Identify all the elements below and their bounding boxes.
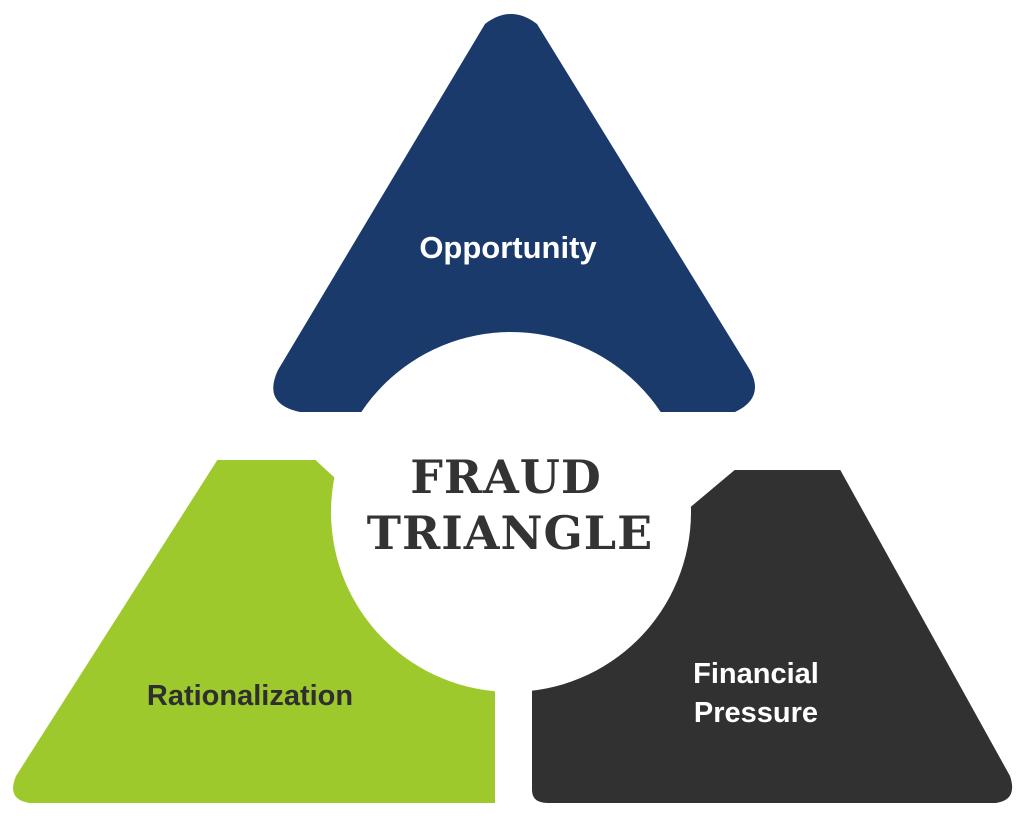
opportunity-label: Opportunity <box>419 230 597 265</box>
financial-pressure-label-line1: Financial <box>693 658 819 690</box>
diagram-title-line2: TRIANGLE <box>367 506 653 560</box>
center-circle <box>343 344 679 680</box>
opportunity-segment <box>273 14 755 412</box>
rationalization-segment <box>13 423 511 803</box>
rationalization-label: Rationalization <box>147 680 353 712</box>
financial-pressure-label-line2: Pressure <box>694 697 818 729</box>
diagram-title-line1: FRAUD <box>410 450 602 504</box>
financial-pressure-segment <box>532 424 1013 803</box>
